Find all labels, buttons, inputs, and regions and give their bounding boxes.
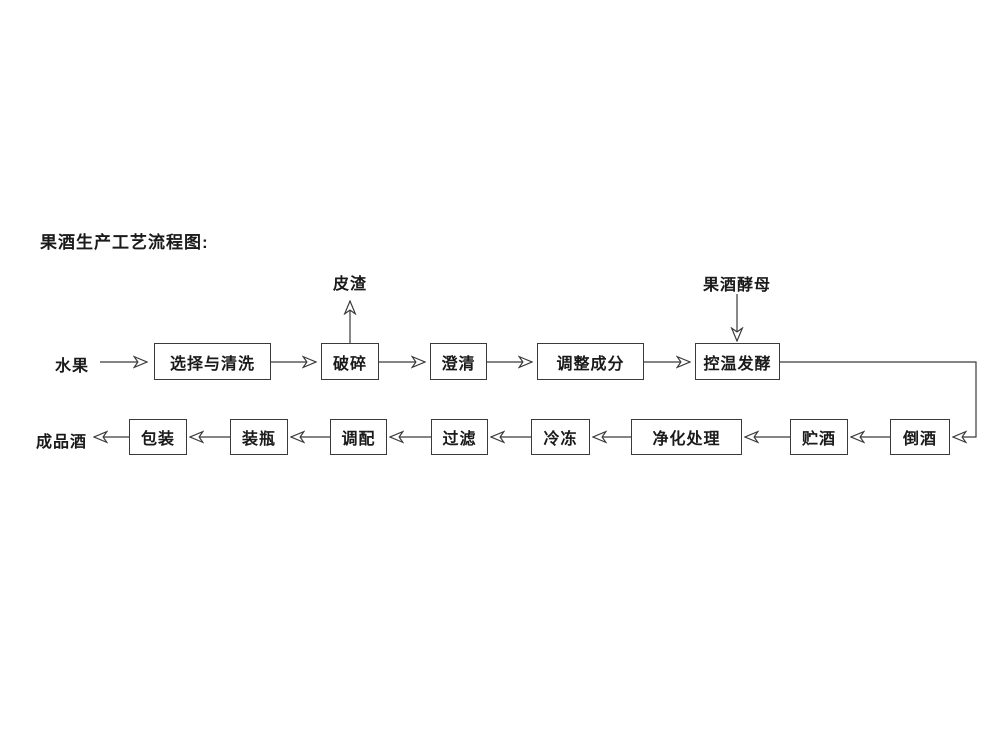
flow-box-purification: 净化处理 bbox=[631, 419, 742, 455]
label-finished-wine: 成品酒 bbox=[36, 434, 88, 451]
flow-box-bottling: 装瓶 bbox=[230, 419, 288, 455]
flow-box-store-wine: 贮酒 bbox=[790, 419, 848, 455]
flow-box-clarification: 澄清 bbox=[430, 343, 487, 380]
diagram-title: 果酒生产工艺流程图: bbox=[40, 233, 209, 252]
flow-box-pour-wine: 倒酒 bbox=[890, 419, 950, 455]
flow-box-adjust-composition: 调整成分 bbox=[537, 343, 644, 380]
flow-box-filtration: 过滤 bbox=[431, 419, 488, 455]
flow-box-selection-washing: 选择与清洗 bbox=[154, 343, 271, 380]
flow-box-packaging: 包装 bbox=[129, 419, 187, 455]
label-peel-residue: 皮渣 bbox=[333, 276, 368, 293]
label-fruit-wine-yeast: 果酒酵母 bbox=[703, 277, 772, 294]
label-fruit: 水果 bbox=[55, 358, 90, 375]
flow-box-freezing: 冷冻 bbox=[531, 419, 590, 455]
arrow-ferment-to-pour bbox=[780, 361, 977, 437]
flow-box-crushing: 破碎 bbox=[321, 343, 379, 380]
flow-box-blending: 调配 bbox=[330, 419, 387, 455]
flow-box-temp-controlled-fermentation: 控温发酵 bbox=[695, 343, 780, 380]
